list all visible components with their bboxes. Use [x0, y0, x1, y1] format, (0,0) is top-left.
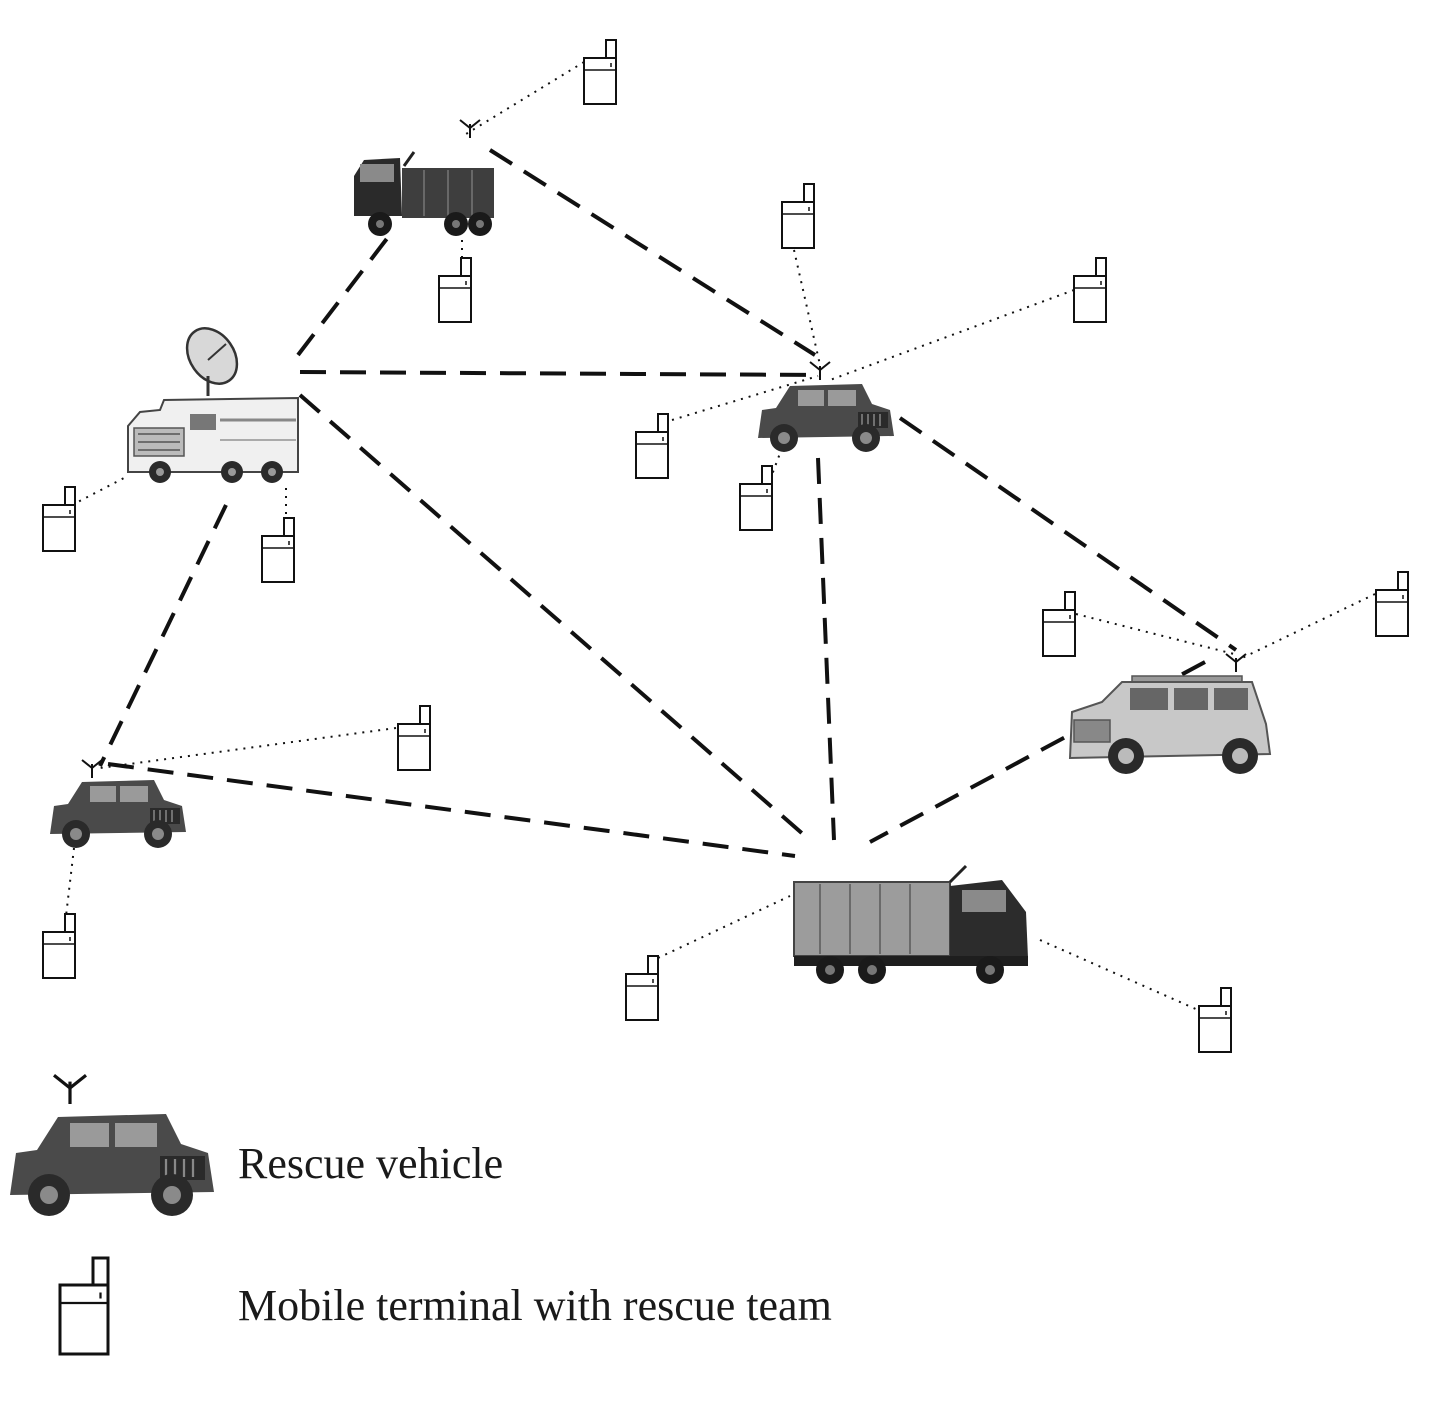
mobile-terminal-icon — [1198, 987, 1232, 1053]
access-link — [1039, 939, 1199, 1011]
access-link — [99, 727, 397, 769]
access-link — [1237, 593, 1376, 661]
jeep-icon — [49, 779, 187, 849]
access-link — [1075, 613, 1235, 655]
mobile-terminal-icon — [583, 39, 617, 105]
mobile-terminal-icon — [739, 465, 773, 531]
mobile-terminal-icon — [781, 183, 815, 249]
fire-truck-icon — [792, 864, 1030, 986]
link-jeep-center-to-suv-right — [898, 416, 1238, 652]
antenna-icon — [1225, 653, 1247, 673]
mobile-terminal-icon — [1375, 571, 1409, 637]
link-jeep-center-to-firetruck-bottom — [816, 457, 836, 841]
mobile-terminal-icon — [625, 955, 659, 1021]
mobile-terminal-icon — [1042, 591, 1076, 657]
access-link — [465, 61, 585, 135]
terminal-links — [65, 61, 1376, 1011]
mobile-terminal-icon — [42, 913, 76, 979]
access-link — [657, 895, 791, 959]
mobile-terminal-icon — [635, 413, 669, 479]
access-link — [769, 447, 783, 481]
access-link — [829, 289, 1075, 381]
vehicle-links — [98, 148, 1238, 858]
antenna-icon — [81, 759, 103, 779]
legend-mobile-terminal-label: Mobile terminal with rescue team — [238, 1281, 832, 1330]
mobile-terminal-icon — [42, 486, 76, 552]
vehicle-fire-truck-bottom — [792, 864, 1030, 986]
jeep-icon — [757, 383, 895, 453]
vehicle-jeep-center — [757, 361, 895, 453]
link-command-to-firetruck-bottom — [298, 393, 814, 844]
suv-icon — [1068, 675, 1272, 774]
antenna-icon — [809, 361, 831, 381]
mobile-terminal-icon — [397, 705, 431, 771]
access-link — [65, 847, 75, 917]
access-link — [71, 477, 125, 506]
antenna-icon — [459, 119, 481, 139]
mobile-terminal-icon — [438, 257, 472, 323]
mobile-terminals — [42, 39, 1409, 1053]
fire-truck-icon — [352, 150, 496, 238]
mobile-terminal-icon — [58, 1256, 110, 1356]
vehicle-satellite-command — [127, 327, 299, 483]
vehicle-suv-right — [1068, 653, 1272, 774]
satellite-truck-icon — [127, 327, 299, 483]
link-firetruck-top-to-jeep-center — [488, 148, 817, 357]
legend — [8, 1073, 216, 1356]
link-command-to-jeep-center — [299, 370, 819, 377]
mobile-terminal-icon — [261, 517, 295, 583]
link-command-to-jeep-left — [98, 504, 228, 767]
mobile-terminal-icon — [1073, 257, 1107, 323]
link-jeep-left-to-firetruck-bottom — [107, 762, 796, 858]
rescue-vehicle-icon — [8, 1073, 216, 1218]
legend-rescue-vehicle-label: Rescue vehicle — [238, 1139, 504, 1188]
link-command-to-firetruck-top — [296, 230, 394, 357]
access-link — [671, 375, 819, 421]
vehicle-fire-truck-top — [352, 119, 496, 238]
